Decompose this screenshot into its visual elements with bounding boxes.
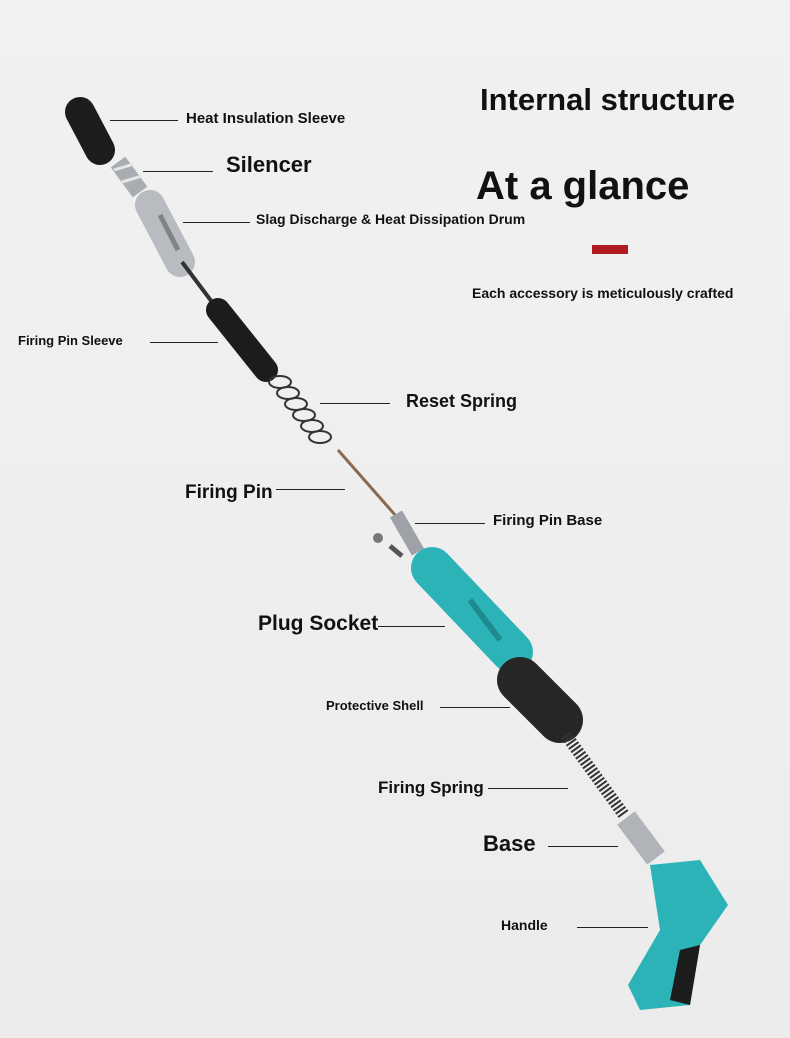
label-slag-drum: Slag Discharge & Heat Dissipation Drum [256, 211, 526, 227]
label-firing-pin: Firing Pin [185, 482, 273, 503]
leader-line [150, 342, 218, 343]
tagline: Each accessory is meticulously crafted [472, 285, 734, 301]
title-at-a-glance: At a glance [476, 164, 690, 208]
leader-line [183, 222, 250, 223]
base-part [617, 811, 665, 865]
leader-line [110, 120, 178, 121]
label-reset-spring: Reset Spring [406, 391, 518, 411]
small-parts [373, 533, 404, 558]
label-handle: Handle [501, 917, 548, 933]
firing-pin-base-part [389, 510, 425, 556]
leader-line [378, 626, 445, 627]
accent-bar [592, 245, 628, 254]
heat-insulation-sleeve-part [65, 97, 115, 165]
label-heat-insulation-sleeve: Heat Insulation Sleeve [186, 110, 346, 127]
leader-line [143, 171, 213, 172]
firing-pin-part [336, 449, 398, 517]
silencer-part [110, 156, 148, 198]
label-firing-pin-base: Firing Pin Base [493, 512, 603, 529]
slag-drum-part [135, 190, 195, 277]
leader-line [440, 707, 510, 708]
leader-line [488, 788, 568, 789]
label-base: Base [483, 831, 536, 856]
leader-line [276, 489, 345, 490]
leader-line [320, 403, 390, 404]
firing-spring-part [561, 731, 629, 819]
leader-line [577, 927, 648, 928]
label-protective-shell: Protective Shell [326, 698, 424, 713]
title-internal-structure: Internal structure [480, 82, 735, 117]
leader-line [415, 523, 485, 524]
reset-spring-part [268, 375, 332, 444]
protective-shell-part [497, 657, 583, 743]
handle-part [628, 860, 728, 1010]
label-firing-spring: Firing Spring [378, 778, 484, 797]
label-silencer: Silencer [226, 152, 312, 177]
plug-socket-part [411, 547, 533, 673]
label-plug-socket: Plug Socket [258, 612, 379, 635]
label-firing-pin-sleeve: Firing Pin Sleeve [18, 333, 123, 348]
leader-line [548, 846, 618, 847]
firing-pin-sleeve-part [206, 298, 278, 382]
